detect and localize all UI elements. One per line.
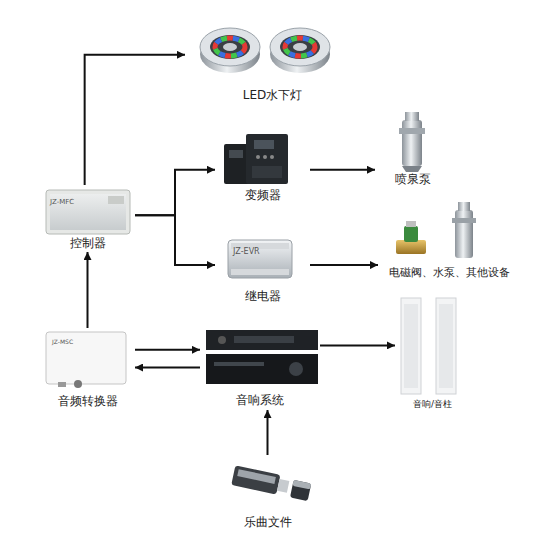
usb-drawing <box>231 465 311 501</box>
arrow-connector <box>87 252 89 328</box>
amplifier-drawing <box>206 330 318 384</box>
speaker-drawing <box>401 298 456 394</box>
device-node: JZ-EVR 继电器 <box>215 235 310 305</box>
device-node: JZ-MSC 音频转换器 <box>40 328 135 412</box>
model-label: JZ-EVR <box>233 247 293 257</box>
arrow-connector <box>320 344 395 346</box>
valve-pump-drawing <box>396 202 476 258</box>
arrow-connector <box>135 367 200 369</box>
arrow-connector <box>135 349 200 351</box>
model-label: JZ-MFC <box>50 198 100 206</box>
arrow-connector <box>85 55 185 185</box>
node-label: 变频器 <box>215 188 310 202</box>
node-label: 电磁阀、水泵、其他设备 <box>378 266 520 279</box>
arrow-connector <box>310 169 375 171</box>
node-label: 控制器 <box>40 236 135 250</box>
pump-drawing <box>399 112 425 172</box>
device-node: 电磁阀、水泵、其他设备 <box>378 200 520 285</box>
node-label: 乐曲文件 <box>220 515 315 529</box>
controller-drawing <box>46 190 130 234</box>
node-label: 音频转换器 <box>40 394 135 408</box>
arrow-connector <box>310 264 378 266</box>
arrow-connector <box>135 170 215 215</box>
led-lamp <box>200 28 260 73</box>
converter-drawing <box>46 332 126 388</box>
node-label: LED水下灯 <box>185 88 360 102</box>
device-node: JZ-MFC 控制器 <box>40 185 135 252</box>
device-node: 乐曲文件 <box>220 455 315 533</box>
node-label: 继电器 <box>215 289 310 303</box>
inverter-drawing <box>224 134 288 184</box>
arrow-connector <box>267 410 269 455</box>
led-lamp <box>270 28 330 73</box>
device-node: 音响系统 <box>200 325 320 410</box>
device-node: 音响/音柱 <box>395 293 470 413</box>
device-node: 变频器 <box>215 130 310 205</box>
node-label: 喷泉泵 <box>375 172 450 186</box>
arrow-connector <box>135 215 215 265</box>
node-label: 音响系统 <box>200 393 320 407</box>
relay-drawing <box>228 240 292 278</box>
node-label: 音响/音柱 <box>395 399 470 410</box>
device-node: LED水下灯 <box>185 20 360 105</box>
model-label: JZ-MSC <box>52 338 102 345</box>
device-node: 喷泉泵 <box>375 108 450 190</box>
